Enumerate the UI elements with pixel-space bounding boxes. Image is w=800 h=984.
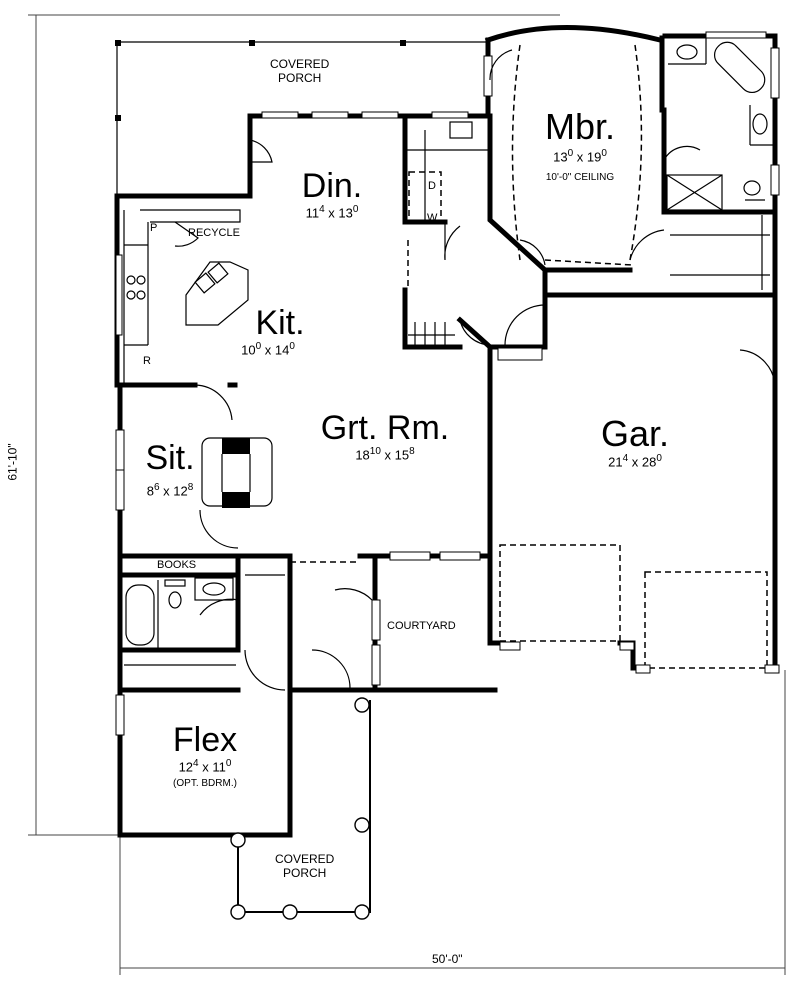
room-dimensions: 124 x 110	[178, 758, 232, 775]
master-bedroom-label: Mbr. 130 x 190 10'-0" CEILING	[535, 106, 625, 184]
rear-porch-line2: PORCH	[278, 71, 322, 85]
garage-label: Gar. 214 x 280	[585, 413, 685, 470]
dashed-openings	[289, 44, 768, 669]
room-dimensions: 130 x 190	[553, 148, 607, 165]
room-name: Din.	[301, 167, 363, 205]
courtyard-label: COURTYARD	[387, 620, 456, 632]
room-name: Mbr.	[544, 106, 615, 147]
overall-width-dimension: 50'-0"	[432, 952, 463, 966]
dimension-lines	[28, 14, 786, 975]
flex-label: Flex 124 x 110 (OPT. BDRM.)	[155, 722, 255, 789]
room-name: Kit.	[255, 304, 305, 342]
recycle-label: RECYCLE	[188, 227, 240, 239]
room-dimensions: 214 x 280	[608, 453, 662, 470]
rear-porch-line1: COVERED	[270, 57, 330, 71]
door-swings	[174, 49, 776, 691]
master-bath-fixtures	[666, 38, 775, 290]
dryer-label: D	[428, 180, 436, 192]
room-dimensions: 86 x 128	[146, 482, 194, 499]
front-porch-line1: COVERED	[275, 852, 335, 866]
room-name: Sit.	[145, 439, 195, 477]
refrigerator-label: R	[143, 355, 151, 367]
flex-note: (OPT. BDRM.)	[173, 778, 237, 790]
overall-depth-dimension: 61'-10"	[5, 443, 20, 481]
room-dimensions: 100 x 140	[241, 341, 295, 358]
laundry-fixtures	[405, 121, 488, 345]
sitting-label: Sit. 86 x 128	[130, 440, 210, 498]
room-dimensions: 114 x 130	[305, 204, 359, 221]
room-name: Gar.	[600, 413, 670, 454]
front-covered-porch	[230, 697, 371, 920]
room-dimensions: 1810 x 158	[355, 446, 415, 463]
hall-bath-fixtures	[124, 574, 285, 666]
rear-covered-porch	[115, 40, 488, 196]
room-name: Grt. Rm.	[320, 409, 450, 447]
front-porch-line2: PORCH	[283, 866, 327, 880]
garage-steps	[497, 347, 543, 361]
room-name: Flex	[172, 721, 238, 759]
great-room-label: Grt. Rm. 1810 x 158	[315, 410, 455, 462]
rear-porch-label: COVERED PORCH	[270, 57, 329, 85]
kitchen-label: Kit. 100 x 140	[228, 305, 308, 357]
ceiling-note: 10'-0" CEILING	[545, 172, 615, 184]
kitchen-fixtures	[123, 209, 249, 385]
exterior-walls	[114, 25, 778, 838]
dining-label: Din. 114 x 130	[292, 168, 372, 220]
front-porch-label: COVERED PORCH	[275, 852, 334, 880]
washer-label: W	[427, 212, 438, 224]
fireplace	[201, 437, 273, 508]
pantry-label: P	[150, 222, 158, 234]
books-label: BOOKS	[157, 559, 197, 571]
